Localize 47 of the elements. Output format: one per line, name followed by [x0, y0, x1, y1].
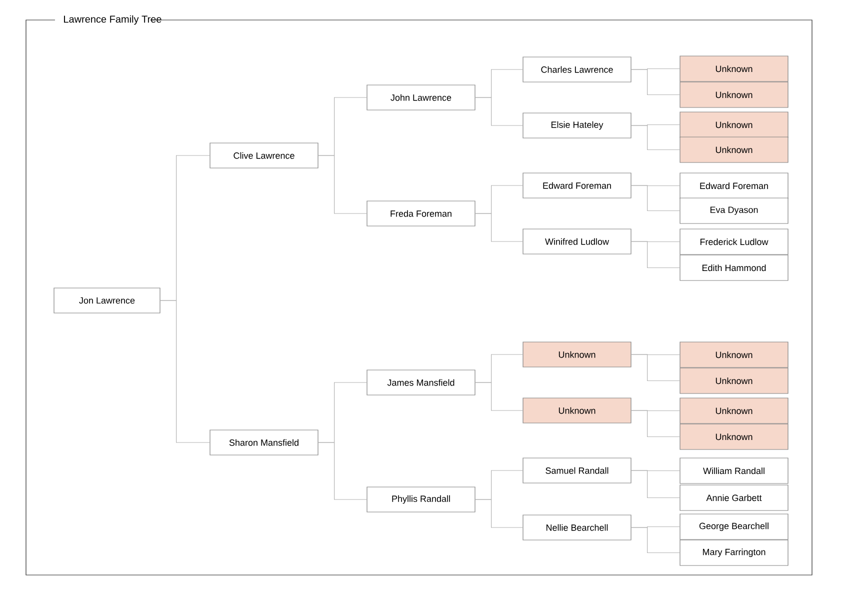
connector-line [631, 69, 680, 96]
person-box: Unknown [680, 368, 788, 394]
person-box: Jon Lawrence [54, 288, 160, 314]
person-box: Nellie Bearchell [522, 514, 632, 540]
person-box: Unknown [680, 342, 788, 368]
person-box: Unknown [680, 136, 788, 163]
connector-line [475, 499, 523, 528]
person-box: Edward Foreman [680, 172, 788, 199]
person-box: Unknown [680, 82, 788, 108]
connector-line [475, 213, 523, 242]
connector-line [475, 97, 523, 126]
person-box: Charles Lawrence [522, 56, 632, 82]
person-box: Edward Foreman [522, 172, 632, 198]
person-box: Unknown [522, 398, 632, 424]
person-box: James Mansfield [366, 370, 476, 396]
person-box: Unknown [680, 56, 788, 82]
connector-line [631, 527, 680, 554]
person-box: John Lawrence [366, 84, 476, 110]
person-box: Samuel Randall [522, 458, 632, 484]
connector-line [160, 300, 210, 443]
person-box: William Randall [680, 458, 788, 484]
connector-line [318, 155, 367, 214]
person-box: Frederick Ludlow [680, 228, 788, 255]
person-box: Edith Hammond [680, 254, 788, 281]
person-box: Unknown [680, 424, 788, 450]
connector-line [631, 354, 680, 382]
person-box: Phyllis Randall [366, 486, 476, 512]
title: Lawrence Family Tree [64, 15, 162, 25]
connector-line [631, 470, 680, 498]
connector-line [318, 442, 367, 500]
person-box: Annie Garbett [680, 484, 788, 511]
connector-line [631, 125, 680, 150]
person-box: Eva Dyason [680, 198, 788, 224]
person-box: Winifred Ludlow [522, 228, 632, 254]
person-box: Unknown [680, 398, 788, 424]
person-box: George Bearchell [680, 514, 788, 540]
connector-line [475, 382, 523, 411]
connector-line [631, 241, 680, 268]
person-box: Unknown [680, 112, 788, 138]
connector-line [631, 410, 680, 438]
person-box: Freda Foreman [366, 200, 476, 226]
person-box: Sharon Mansfield [210, 430, 318, 456]
person-box: Unknown [522, 342, 632, 368]
person-box: Elsie Hateley [522, 112, 632, 138]
connector-line [631, 185, 680, 212]
person-box: Clive Lawrence [210, 142, 318, 168]
person-box: Mary Farrington [680, 540, 788, 566]
